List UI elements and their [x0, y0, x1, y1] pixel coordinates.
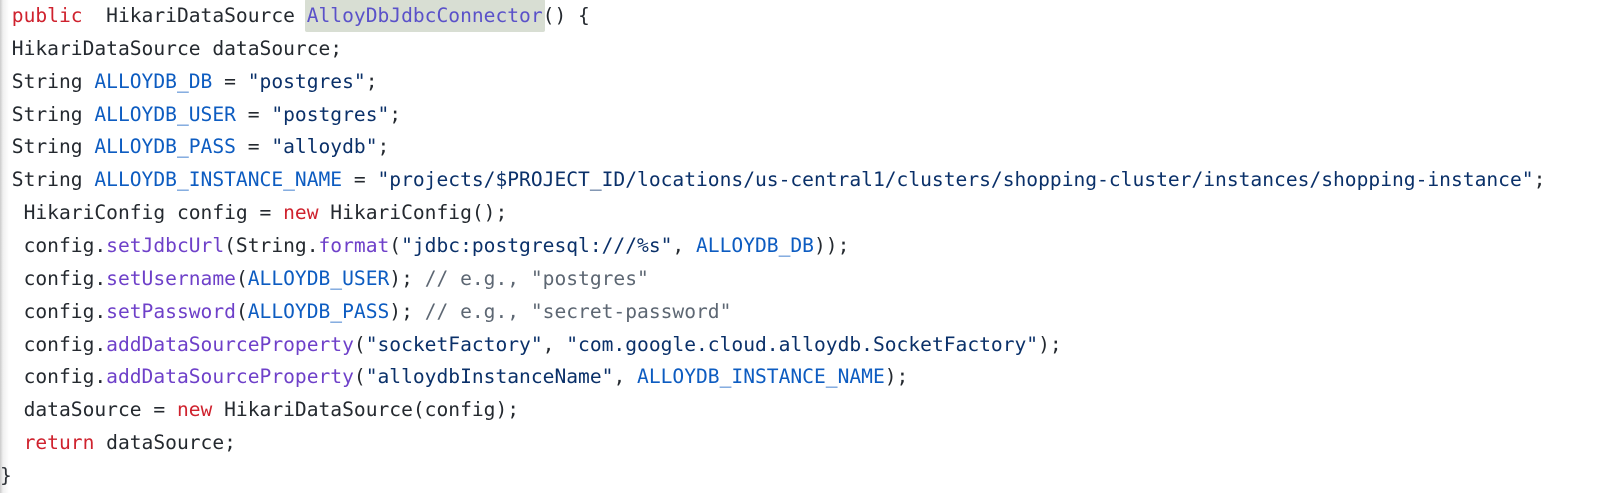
code-token: config. — [0, 365, 107, 389]
code-token: ; — [1533, 168, 1546, 192]
code-token: ); — [389, 299, 425, 323]
code-token: HikariConfig config = — [0, 201, 284, 225]
code-token: addDataSourceProperty — [106, 365, 354, 389]
code-token: config. — [0, 266, 107, 290]
code-token: ( — [353, 332, 366, 356]
code-token: // e.g., "secret-password" — [424, 299, 732, 323]
code-token: HikariConfig(); — [318, 201, 508, 225]
code-token: new — [176, 398, 213, 422]
code-token: "postgres" — [271, 102, 390, 126]
code-token: ); — [884, 365, 909, 389]
code-token: ALLOYDB_PASS — [94, 135, 236, 159]
code-token: config. — [0, 332, 107, 356]
code-token: "alloydbInstanceName" — [365, 365, 614, 389]
code-token: ALLOYDB_INSTANCE_NAME — [94, 168, 343, 192]
code-token: "postgres" — [247, 69, 366, 93]
code-token: = — [235, 135, 272, 159]
code-token: setJdbcUrl — [106, 234, 225, 258]
code-token: } — [0, 464, 12, 488]
code-token: ALLOYDB_DB — [696, 234, 814, 258]
code-token: )); — [813, 234, 850, 258]
code-token: , — [672, 234, 697, 258]
code-line: } — [0, 460, 1600, 493]
code-token: ALLOYDB_DB — [94, 69, 213, 93]
code-token: return — [23, 431, 95, 455]
code-token: "projects/$PROJECT_ID/locations/us-centr… — [377, 168, 1534, 192]
code-token: , — [542, 332, 567, 356]
code-token: "com.google.cloud.alloydb.SocketFactory" — [566, 332, 1039, 356]
code-token: config. — [0, 299, 107, 323]
code-token: format — [318, 234, 390, 258]
code-token: = — [212, 69, 248, 93]
code-token: HikariDataSource dataSource; — [0, 36, 343, 60]
code-token: = — [235, 102, 272, 126]
code-token: new — [283, 201, 319, 225]
code-token: ALLOYDB_USER — [247, 266, 390, 290]
code-line: return dataSource; — [0, 427, 1600, 460]
code-token: ; — [365, 69, 378, 93]
code-token: String — [0, 135, 95, 159]
code-line: String ALLOYDB_DB = "postgres"; — [0, 66, 1600, 99]
code-token — [0, 4, 12, 27]
code-token — [0, 431, 24, 454]
code-token: "alloydb" — [271, 135, 378, 159]
code-token: dataSource; — [94, 431, 236, 455]
code-line: String ALLOYDB_USER = "postgres"; — [0, 99, 1600, 132]
code-line: HikariDataSource dataSource; — [0, 33, 1600, 66]
code-token: = — [342, 168, 378, 192]
code-token: // e.g., "postgres" — [424, 266, 649, 290]
code-token: config. — [0, 234, 107, 258]
highlighted-symbol[interactable]: AlloyDbJdbcConnector — [304, 0, 545, 32]
code-token: String — [0, 168, 95, 192]
code-token: ; — [389, 102, 402, 126]
code-line: config.addDataSourceProperty("socketFact… — [0, 329, 1600, 362]
code-token: "jdbc:postgresql:///%s" — [401, 234, 673, 258]
code-token: ALLOYDB_USER — [94, 102, 236, 126]
code-token: , — [613, 365, 638, 389]
code-token: (String. — [224, 234, 319, 258]
code-token: String — [0, 102, 95, 126]
code-token: ALLOYDB_INSTANCE_NAME — [637, 365, 885, 389]
code-token: addDataSourceProperty — [106, 332, 354, 356]
code-token: "socketFactory" — [365, 332, 543, 356]
code-token: setUsername — [106, 266, 236, 290]
code-token: ALLOYDB_PASS — [247, 299, 390, 323]
code-line: public HikariDataSource AlloyDbJdbcConne… — [0, 0, 1600, 33]
code-token: dataSource = — [0, 398, 177, 422]
code-token: HikariDataSource(config); — [212, 398, 520, 422]
code-line: HikariConfig config = new HikariConfig()… — [0, 197, 1600, 230]
code-line: config.setUsername(ALLOYDB_USER); // e.g… — [0, 263, 1600, 296]
code-line: config.addDataSourceProperty("alloydbIns… — [0, 361, 1600, 394]
code-line: String ALLOYDB_PASS = "alloydb"; — [0, 131, 1600, 164]
code-token: ; — [377, 135, 390, 159]
code-token: public — [11, 4, 83, 27]
code-line: config.setPassword(ALLOYDB_PASS); // e.g… — [0, 296, 1600, 329]
code-token: HikariDataSource — [82, 4, 307, 27]
code-line: dataSource = new HikariDataSource(config… — [0, 394, 1600, 427]
code-token: ( — [353, 365, 366, 389]
code-token: ); — [389, 266, 425, 290]
code-token: String — [0, 69, 95, 93]
code-token: ( — [235, 299, 248, 323]
code-line: String ALLOYDB_INSTANCE_NAME = "projects… — [0, 164, 1600, 197]
code-token: () { — [542, 4, 590, 27]
code-token: setPassword — [106, 299, 236, 323]
code-token: ); — [1038, 332, 1062, 356]
code-line: config.setJdbcUrl(String.format("jdbc:po… — [0, 230, 1600, 263]
code-token: ( — [235, 266, 248, 290]
code-token: ( — [389, 234, 402, 258]
